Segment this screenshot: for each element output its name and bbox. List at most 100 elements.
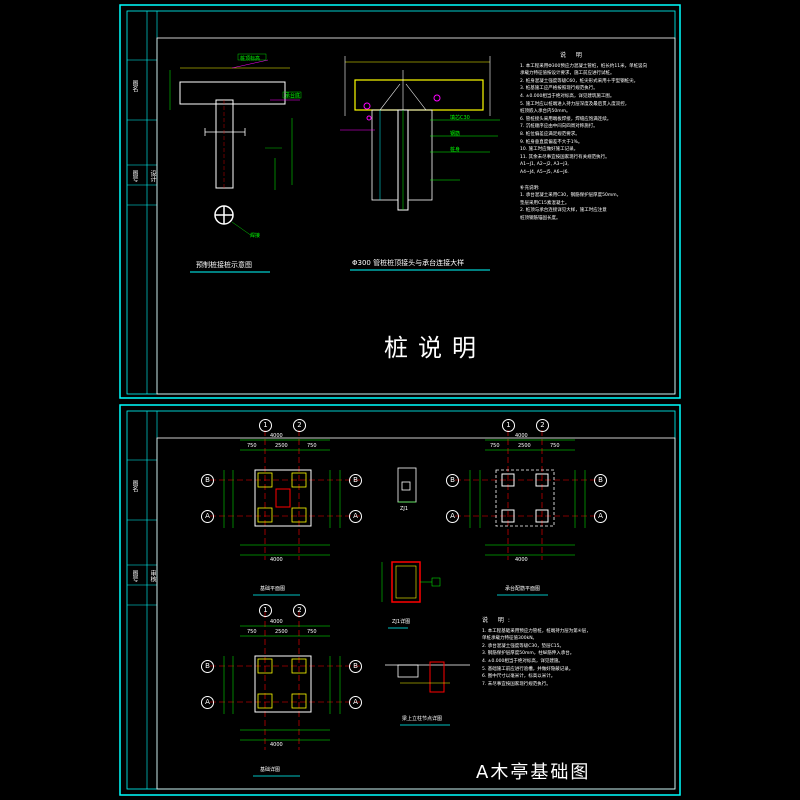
dim-edge: 750 — [550, 443, 560, 449]
note-line: 10. 施工时应做好施工记录。 — [520, 147, 579, 153]
grid-bubble: A — [594, 510, 607, 523]
notes-heading: 说 明: — [482, 617, 514, 624]
dim-edge: 750 — [490, 443, 500, 449]
note-line: 3. 桩基施工应严格按照现行规范执行。 — [520, 86, 598, 92]
note-line: 5. 施工时应以桩端进入持力层深度及最后贯入度双控， — [520, 101, 630, 107]
pile-joint-detail — [169, 53, 302, 273]
top-notes: 说 明 1. 本工程采用Φ300预应力混凝土管桩，桩长约11米，单桩竖向 承载力… — [520, 52, 647, 222]
grid-bubble: 2 — [536, 419, 549, 432]
caption-pile-cap-connection: Φ300 管桩桩顶接头与承台连接大样 — [352, 259, 465, 267]
grid-bubble: A — [201, 696, 214, 709]
top-sheet — [119, 4, 681, 399]
note-line: 2. 桩顶与承台连接详见大样，施工时应注意 — [520, 208, 607, 214]
title-block-label: 图号 — [131, 570, 138, 582]
dim-edge: 750 — [307, 629, 317, 635]
foundation-plan-2 — [210, 612, 360, 777]
note-line: 6. 管桩接头采用端板焊接，焊缝应饱满连续。 — [520, 116, 612, 122]
dim-label: 填芯C30 — [450, 115, 470, 121]
note-line: 9. 桩身垂直度偏差不大于1%。 — [520, 139, 583, 145]
notes-heading: 说 明 — [560, 52, 586, 59]
top-sheet-outer-frame — [119, 4, 681, 399]
grid-bubble: A — [349, 696, 362, 709]
note-line: 7. 沉桩顺序应由中间向四周对称施打。 — [520, 124, 598, 130]
note-line: 7. 未尽事宜按国家现行规范执行。 — [482, 681, 551, 687]
note-line: 1. 本工程采用Φ300预应力混凝土管桩，桩长约11米，单桩竖向 — [520, 63, 648, 69]
bottom-sheet-outer-frame — [119, 404, 681, 796]
grid-bubble: 2 — [293, 419, 306, 432]
dim-label: 钢筋 — [450, 131, 461, 137]
caption-beam-column-node: 梁上立柱节点详图 — [402, 716, 443, 722]
note-line: A1~J1, A2~J2, A3~J3, — [520, 162, 569, 168]
dim-edge: 750 — [247, 443, 257, 449]
dim-overall: 4000 — [515, 557, 528, 563]
note-line: 桩顶嵌入承台内50mm。 — [520, 109, 571, 115]
foundation-plan-1 — [210, 430, 360, 596]
grid-bubble: 1 — [502, 419, 515, 432]
grid-bubble: B — [349, 474, 362, 487]
note-line: 4. ±0.000相当于绝对标高，详见建筑施工图。 — [520, 93, 615, 99]
note-line: 单桩承载力特征值300kN。 — [482, 636, 538, 642]
dim-overall: 4000 — [270, 433, 283, 439]
title-block-label: 设计 — [149, 170, 156, 182]
grid-bubble: B — [594, 474, 607, 487]
dim-overall: 4000 — [270, 557, 283, 563]
caption-zj1: ZJ1 — [400, 506, 409, 512]
dim-edge: 750 — [247, 629, 257, 635]
bottom-drawing-border — [156, 437, 676, 790]
dim-middle: 2500 — [275, 629, 288, 635]
dim-label: 焊接 — [250, 233, 261, 239]
grid-bubble: 1 — [259, 604, 272, 617]
note-line: 6. 图中尺寸以毫米计，标高以米计。 — [482, 674, 556, 680]
note-line: 垫层采用C15素混凝土。 — [520, 200, 570, 206]
note-line: 桩顶钢筋锚固长度。 — [520, 215, 561, 221]
note-line: 3. 钢筋保护层厚度50mm，柱纵筋伸入承台。 — [482, 651, 575, 657]
grid-bubble: A — [446, 510, 459, 523]
bottom-notes: 说 明: 1. 本工程基础采用预应力管桩，桩端持力层为第④层， 单桩承载力特征值… — [482, 617, 591, 688]
title-block-label: 图名 — [131, 80, 138, 92]
caption-foundation-detail: 基础详图 — [260, 767, 281, 773]
dim-overall: 4000 — [515, 433, 528, 439]
note-line: 1. 承台混凝土采用C30，钢筋保护层厚度50mm， — [520, 193, 622, 199]
note-line: 1. 本工程基础采用预应力管桩，桩端持力层为第④层， — [482, 628, 591, 634]
title-block-label: 图号 — [131, 170, 138, 182]
note-line: 8. 桩位偏差应满足规范要求。 — [520, 131, 580, 137]
dim-label: 桩顶标高 — [240, 56, 261, 62]
note-line: A4~J4, A5~J5, A6~J6. — [520, 169, 569, 175]
dim-middle: 2500 — [518, 443, 531, 449]
title-block-label: 审核 — [149, 570, 156, 582]
grid-bubble: B — [349, 660, 362, 673]
note-line: 2. 桩身混凝土强度等级C60，桩尖形式采用十字型钢桩尖。 — [520, 78, 639, 84]
dim-middle: 2500 — [275, 443, 288, 449]
small-column-details — [381, 467, 470, 726]
grid-bubble: 1 — [259, 419, 272, 432]
grid-bubble: 2 — [293, 604, 306, 617]
bottom-sheet — [119, 404, 681, 796]
note-line: 2. 承台混凝土强度等级C30，垫层C15。 — [482, 643, 564, 649]
grid-bubble: A — [349, 510, 362, 523]
note-line: 承载力特征值按设计要求，施工前应进行试桩。 — [520, 71, 615, 77]
dim-label: 桩身 — [450, 147, 461, 153]
dim-label: 承台底 — [285, 93, 301, 99]
note-line: 4. ±0.000相当于绝对标高，详见建施。 — [482, 658, 563, 664]
pile-layout-plan — [455, 430, 600, 596]
grid-bubble: B — [446, 474, 459, 487]
notes2-heading: 补充说明: — [520, 185, 540, 191]
dim-overall: 4000 — [270, 742, 283, 748]
dim-overall: 4000 — [270, 619, 283, 625]
dim-edge: 750 — [307, 443, 317, 449]
sheet-title-bottom: A木亭基础图 — [476, 762, 591, 783]
note-line: 5. 基础施工前应进行验槽，并做好隐蔽记录。 — [482, 666, 574, 672]
grid-bubble: B — [201, 660, 214, 673]
top-drawing-border — [156, 37, 676, 395]
grid-bubble: A — [201, 510, 214, 523]
title-block-label: 图名 — [131, 480, 138, 492]
caption-zj1-detail: ZJ1详图 — [392, 619, 411, 625]
sheet-title-top: 桩说明 — [384, 334, 486, 362]
note-line: 11. 其余未尽事宜按国家现行有关规范执行。 — [520, 154, 610, 160]
pile-cap-connection-detail — [340, 56, 500, 271]
caption-foundation-plan: 基础平面图 — [260, 586, 286, 592]
grid-bubble: B — [201, 474, 214, 487]
caption-pile-layout: 承台配筋平面图 — [505, 586, 541, 592]
caption-pile-joint: 预制桩接桩示意图 — [196, 261, 252, 269]
